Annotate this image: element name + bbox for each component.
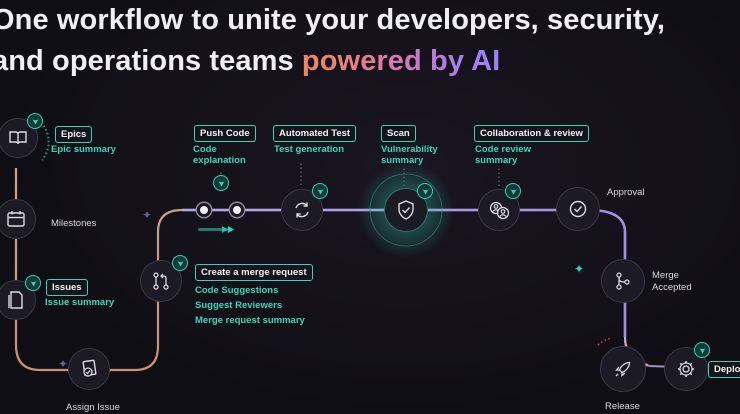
push-code-tag: Push Code (194, 125, 256, 142)
tanuki-icon (312, 183, 328, 199)
epics-tag: Epics (55, 126, 93, 143)
automated-test-tag: Automated Test (273, 125, 357, 142)
automated-test-node (281, 189, 323, 231)
milestones-node (0, 199, 36, 239)
merge-accepted-label-1: Merge (652, 270, 679, 281)
shield-check-icon (398, 200, 414, 220)
merge-request-icon (153, 272, 169, 290)
headline-line-1: One workflow to unite your developers, s… (0, 4, 666, 36)
automated-test-sub: Test generation (274, 144, 345, 155)
path-left (14, 168, 649, 372)
collaboration-sub-1: Code review (475, 144, 531, 155)
tanuki-icon (213, 175, 229, 191)
assign-issue-node (68, 348, 110, 390)
merge-request-item-1: Code Suggestions (195, 285, 279, 296)
sparkle-icon: ✦ (58, 357, 69, 371)
release-label: Release (605, 401, 640, 412)
deploy-tag: Deplo (708, 361, 740, 378)
collaboration-sub-2: summary (475, 155, 518, 166)
book-icon (9, 131, 27, 145)
check-circle-icon (569, 200, 587, 218)
tanuki-icon (505, 183, 521, 199)
calendar-icon (7, 211, 25, 227)
merge-accepted-label-2: Accepted (652, 282, 692, 293)
push-code-dot-2 (230, 203, 244, 217)
milestones-label: Milestones (51, 218, 97, 229)
tanuki-icon (417, 183, 433, 199)
headline-accent: powered by AI (301, 45, 501, 77)
assign-icon (82, 359, 97, 377)
headline-plain: and operations teams (0, 45, 302, 77)
gear-icon (678, 361, 694, 377)
approval-label: Approval (607, 187, 645, 198)
push-code-dot-1 (197, 203, 211, 217)
release-node (600, 346, 646, 392)
users-icon (489, 201, 510, 220)
scan-tag: Scan (381, 125, 416, 142)
headline-line-2: and operations teams powered by AI (0, 45, 500, 78)
issues-sub: Issue summary (45, 297, 115, 308)
epics-node (0, 118, 38, 158)
merge-request-item-3: Merge request summary (195, 315, 305, 326)
scan-sub-2: summary (381, 155, 424, 166)
epics-sub: Epic summary (51, 144, 116, 155)
scan-ring (369, 173, 443, 247)
release-arc (597, 337, 613, 346)
merge-request-tag: Create a merge request (195, 264, 313, 281)
tanuki-icon (25, 275, 41, 291)
assign-issue-label: Assign Issue (66, 402, 120, 413)
sparkle-icon: ✦ (574, 262, 585, 276)
tanuki-icon (694, 342, 710, 358)
rocket-icon (615, 361, 631, 377)
scan-sub-1: Vulnerability (381, 144, 438, 155)
push-code-sub-2: explanation (193, 155, 246, 166)
document-icon (8, 291, 23, 309)
sparkle-icon: ✦ (142, 208, 153, 222)
merge-request-item-2: Suggest Reviewers (195, 300, 283, 311)
push-code-sub-1: Code (193, 144, 217, 155)
collaboration-tag: Collaboration & review (474, 125, 589, 142)
branch-icon (616, 272, 630, 290)
tanuki-icon (172, 255, 188, 271)
refresh-icon (295, 202, 309, 218)
approval-node (556, 187, 600, 231)
merge-accepted-node (601, 259, 645, 303)
issues-tag: Issues (46, 279, 88, 296)
tanuki-icon (27, 113, 43, 129)
